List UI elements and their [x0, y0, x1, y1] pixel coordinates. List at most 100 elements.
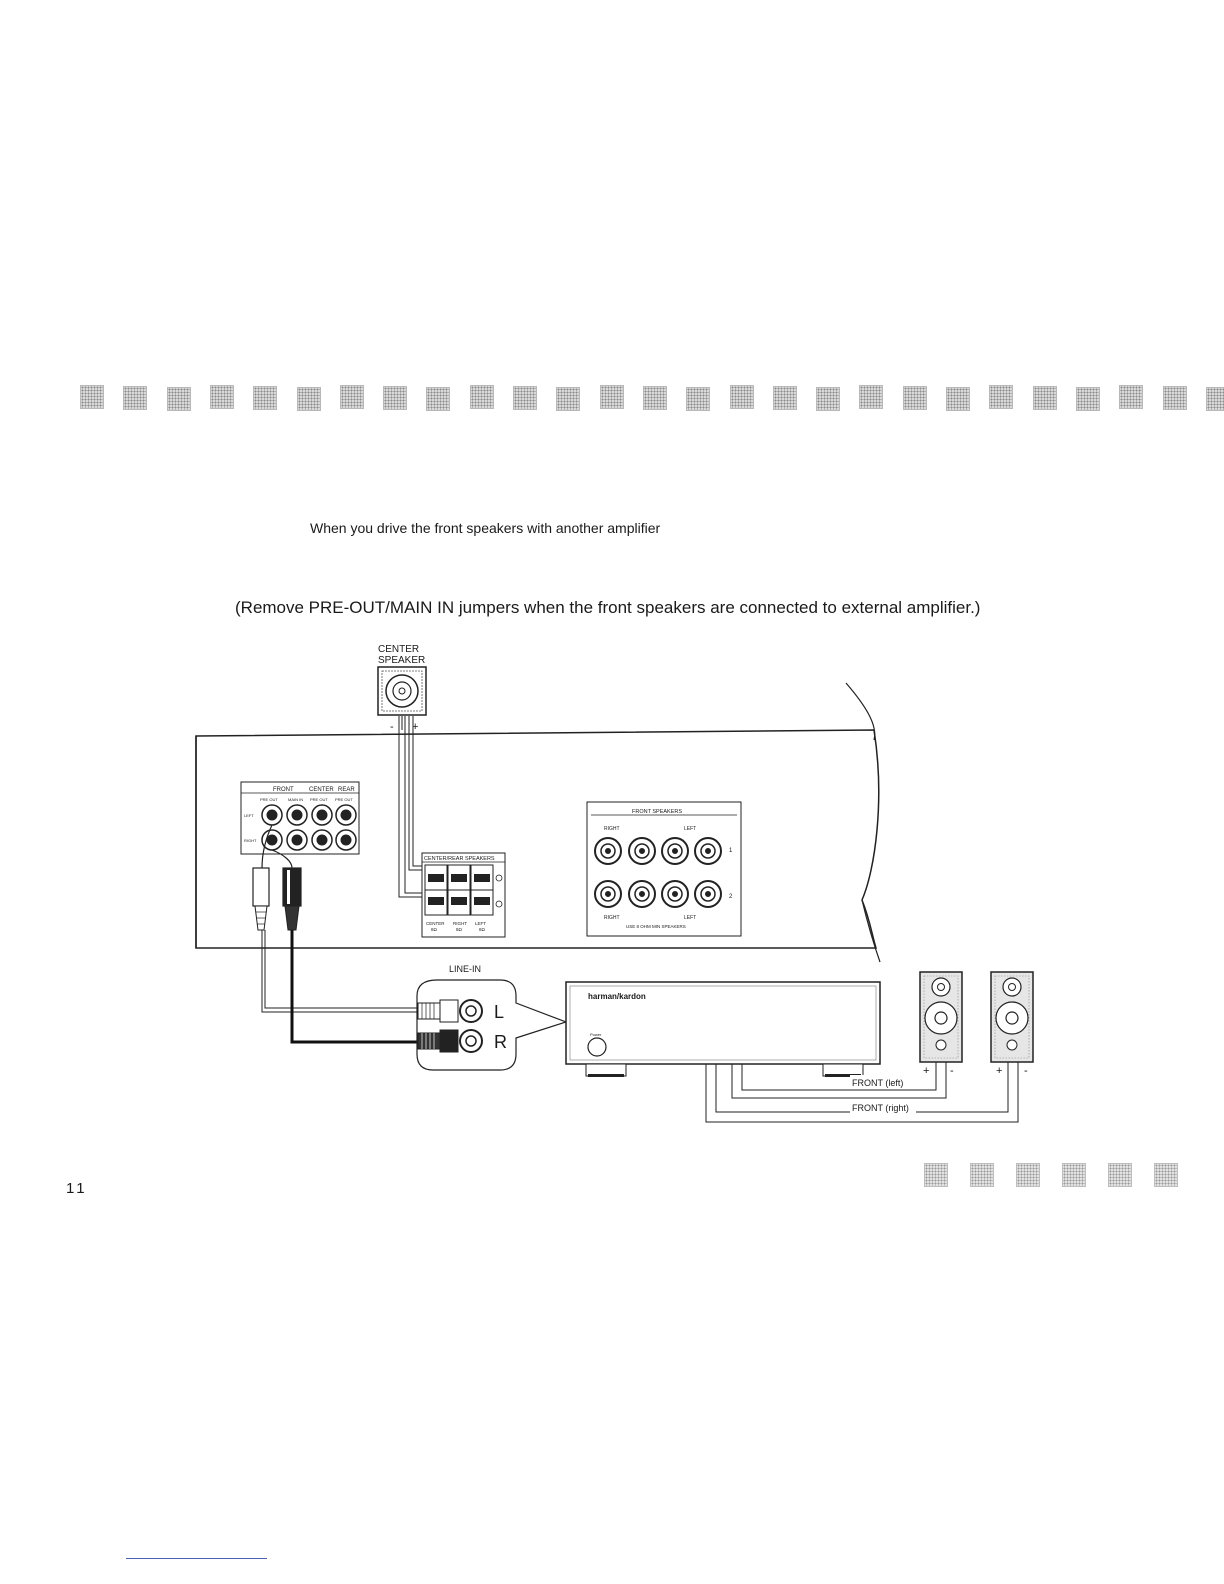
pattern-square: [123, 386, 148, 410]
preout-mainin-panel: FRONT CENTER REAR PRE OUT MAIN IN PRE OU…: [240, 781, 360, 855]
pattern-square: [80, 385, 104, 409]
panel-cut-curve-top: [845, 682, 876, 741]
pattern-square: [339, 385, 364, 409]
section-heading: When you drive the front speakers with a…: [310, 520, 661, 536]
center-wire-plus: [404, 716, 425, 894]
line-in-callout: [416, 979, 568, 1071]
pattern-square: [686, 387, 711, 411]
pattern-square: [1162, 386, 1187, 410]
pattern-square: [513, 386, 537, 410]
spk-left-minus: -: [950, 1065, 954, 1077]
footnote-rule: [126, 1558, 267, 1559]
cr-left: LEFT: [475, 921, 486, 926]
pattern-square: [1032, 386, 1057, 410]
fs-title: FRONT SPEAKERS: [632, 809, 682, 815]
pattern-square: [1154, 1163, 1178, 1187]
front-speaker-right: [990, 971, 1034, 1063]
pattern-square: [729, 385, 754, 409]
fs-right-top: RIGHT: [604, 826, 620, 832]
jumper-note: (Remove PRE-OUT/MAIN IN jumpers when the…: [235, 598, 981, 617]
rca-jacks-bottom-row: [261, 829, 357, 851]
preout-main-in: MAIN IN: [288, 797, 303, 802]
pattern-square: [642, 386, 667, 410]
preout-rear: REAR: [338, 787, 355, 793]
front-left-label: FRONT (left): [852, 1078, 903, 1088]
pattern-square: [556, 387, 581, 411]
cr-center: CENTER: [426, 921, 445, 926]
preout-right: RIGHT: [244, 838, 257, 843]
cr-ohm-1: 8Ω: [431, 927, 438, 932]
fs-right-bottom: RIGHT: [604, 915, 620, 921]
amp-brand: harman/kardon: [588, 992, 646, 1001]
pattern-square: [383, 386, 408, 410]
pattern-square: [1119, 385, 1144, 409]
decorative-pattern-band-bottom: [900, 1163, 1200, 1203]
pattern-square: [426, 387, 451, 411]
spk-left-plus: +: [923, 1065, 929, 1077]
spk-right-plus: +: [996, 1065, 1002, 1077]
center-rear-speakers-terminal: CENTER/REAR SPEAKERS CENTER RIGHT LEFT 8…: [421, 852, 506, 938]
center-wire-minus: [398, 716, 425, 898]
pattern-square: [1062, 1163, 1086, 1187]
pattern-square: [816, 387, 841, 411]
pattern-square: [296, 387, 321, 411]
pattern-square: [772, 386, 797, 410]
cr-ohm-2: 8Ω: [456, 927, 463, 932]
center-minus: -: [390, 721, 394, 733]
pattern-square: [166, 387, 191, 411]
decorative-pattern-band-top: [0, 385, 1224, 425]
pattern-square: [859, 385, 884, 409]
center-wire-minus-2: [408, 716, 425, 871]
power-button-icon: [587, 1037, 607, 1057]
center-speaker: [377, 666, 427, 716]
fs-row-1: 1: [729, 848, 733, 854]
rca-jacks-top-row: [261, 804, 357, 826]
spk-right-minus: -: [1024, 1065, 1028, 1077]
center-speaker-label-1: CENTER: [378, 644, 419, 655]
external-amplifier: [565, 981, 881, 1077]
cr-ohm-3: 8Ω: [479, 927, 486, 932]
preout-front: FRONT: [273, 787, 294, 793]
page-number: 11: [66, 1180, 88, 1197]
preout-pre-out-2: PRE OUT: [310, 797, 328, 802]
line-in-r: R: [494, 1032, 507, 1052]
pattern-square: [1205, 387, 1224, 411]
cr-title: CENTER/REAR SPEAKERS: [424, 856, 495, 862]
receiver-rear-panel: [195, 729, 880, 949]
center-wire-plus-2: [412, 716, 425, 867]
front-right-label: FRONT (right): [852, 1103, 909, 1113]
pattern-square: [924, 1163, 948, 1187]
pattern-square: [989, 385, 1014, 409]
amp-power-label: Power: [590, 1032, 602, 1037]
preout-pre-out-3: PRE OUT: [335, 797, 353, 802]
front-speaker-left: [919, 971, 963, 1063]
center-speaker-label-2: SPEAKER: [378, 655, 425, 666]
fs-note: USE 8 OHM MIN SPEAKERS: [626, 924, 686, 929]
preout-left: LEFT: [244, 813, 254, 818]
center-plus: +: [412, 721, 418, 733]
pattern-square: [253, 386, 278, 410]
front-speakers-terminal: FRONT SPEAKERS RIGHT LEFT 1 2 RIGHT LEFT…: [586, 801, 742, 937]
rca-cable-white: [252, 824, 418, 1013]
rca-cable-black: [271, 849, 418, 1044]
line-in-label: LINE-IN: [449, 964, 481, 974]
fs-row-2: 2: [729, 894, 733, 900]
pattern-square: [599, 385, 624, 409]
pattern-square: [1108, 1163, 1132, 1187]
pattern-square: [902, 386, 927, 410]
pattern-square: [970, 1163, 994, 1187]
fs-left-bottom: LEFT: [684, 915, 696, 921]
pattern-square: [946, 387, 970, 411]
pattern-square: [1075, 387, 1100, 411]
preout-center: CENTER: [309, 787, 334, 793]
pattern-square: [469, 385, 494, 409]
cr-right: RIGHT: [453, 921, 467, 926]
fs-left-top: LEFT: [684, 826, 696, 832]
front-left-wires: [731, 1062, 947, 1099]
pattern-square: [209, 385, 234, 409]
line-in-l: L: [494, 1002, 504, 1022]
pattern-square: [1016, 1163, 1040, 1187]
panel-cut-curve-bottom: [861, 899, 881, 963]
preout-pre-out: PRE OUT: [260, 797, 278, 802]
